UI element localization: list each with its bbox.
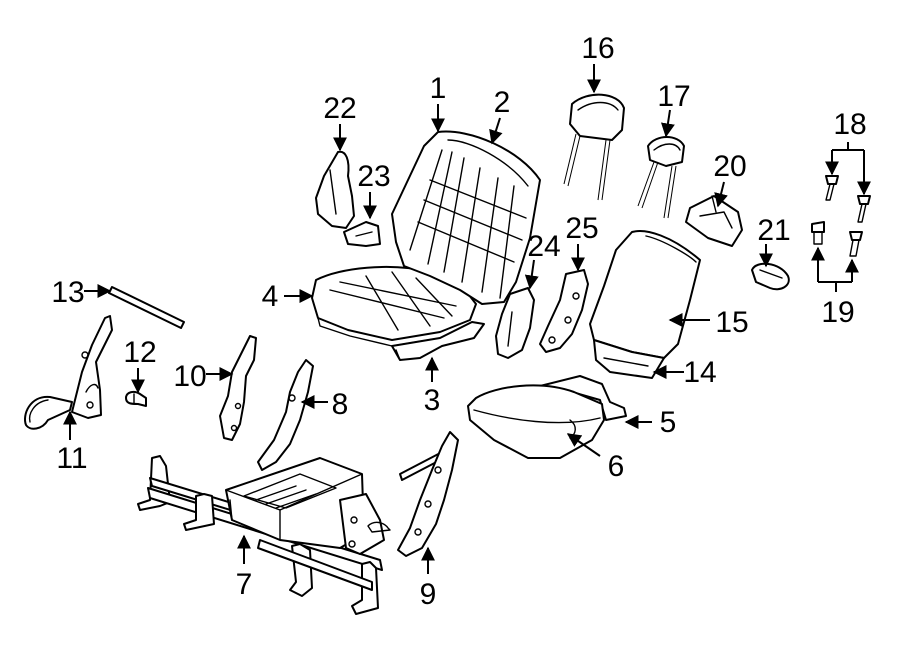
callout-9: 9	[420, 578, 437, 611]
part-12-clip	[125, 390, 147, 407]
callout-23: 23	[357, 160, 390, 193]
callout-19: 19	[821, 296, 854, 329]
part-07-seat-track	[137, 455, 391, 615]
callout-24: 24	[527, 230, 560, 263]
part-03-seat-cushion-pad	[391, 321, 485, 361]
part-18-bolts	[825, 175, 871, 223]
callout-11: 11	[56, 442, 87, 475]
part-04-seat-cushion-cover	[311, 265, 477, 347]
callout-labels: 1 2 3 4 5 6 7 8 9 10 11 12 13 14 15 16 1…	[51, 32, 866, 611]
callout-25: 25	[565, 212, 598, 245]
callout-2: 2	[494, 86, 511, 119]
callout-4: 4	[262, 280, 279, 313]
callout-1: 1	[430, 72, 447, 105]
callout-5: 5	[660, 406, 677, 439]
callout-21: 21	[757, 214, 790, 247]
part-22-trim-panel	[315, 150, 355, 229]
part-19-bolts	[811, 221, 863, 257]
part-25-hinge-bracket	[539, 269, 589, 353]
part-14-back-panel	[593, 339, 665, 379]
callout-14: 14	[683, 356, 716, 389]
part-08-bracket	[257, 359, 314, 471]
part-15-seat-back-pad	[589, 230, 701, 359]
callout-7: 7	[236, 568, 253, 601]
part-24-side-panel	[495, 287, 535, 359]
part-01-seat-back-cover	[391, 130, 541, 305]
callout-20: 20	[713, 150, 746, 183]
part-13-rod	[108, 286, 185, 329]
callout-6: 6	[608, 450, 625, 483]
callout-8: 8	[332, 388, 349, 421]
part-06-cushion-pad	[467, 384, 605, 459]
part-16-headrest	[563, 93, 625, 201]
callout-17: 17	[657, 80, 690, 113]
part-10-bracket	[219, 335, 257, 441]
part-23-small-trim	[343, 221, 381, 247]
callout-22: 22	[323, 92, 356, 125]
part-11-recliner-handle	[24, 315, 113, 430]
callout-12: 12	[123, 336, 156, 369]
callout-15: 15	[715, 306, 748, 339]
part-17-headrest	[637, 136, 685, 219]
callout-10: 10	[173, 360, 206, 393]
callout-16: 16	[581, 32, 614, 65]
callout-3: 3	[424, 384, 441, 417]
part-09-side-bracket	[397, 431, 459, 557]
callout-leaders	[63, 64, 871, 574]
part-21-cap	[751, 262, 790, 291]
part-20-guide	[685, 195, 743, 247]
callout-18: 18	[833, 108, 866, 141]
callout-13: 13	[51, 276, 84, 309]
